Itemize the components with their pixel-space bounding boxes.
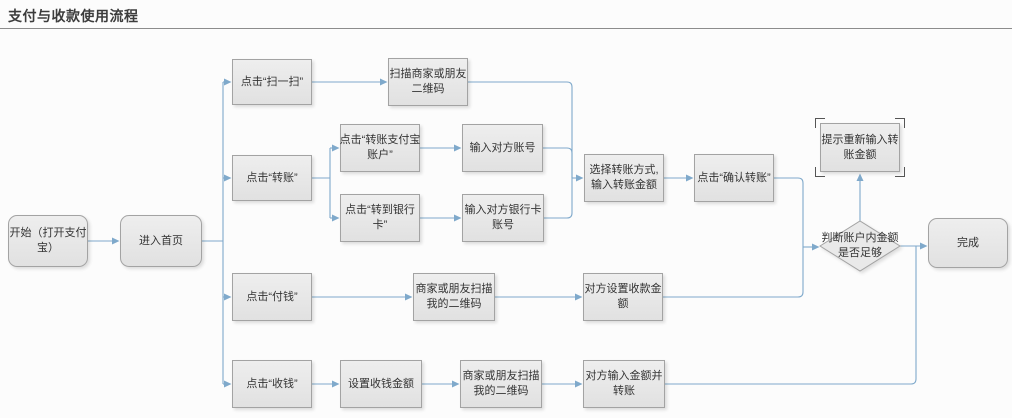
node-start[interactable]: 开始（打开支付 宝） [8, 215, 88, 267]
node-done[interactable]: 完成 [928, 218, 1008, 268]
node-other-sets-amount[interactable]: 对方设置收款金 额 [583, 273, 663, 321]
node-receive-scan-my-qr[interactable]: 商家或朋友扫描 我的二维码 [460, 360, 542, 408]
node-scan-qr-code[interactable]: 扫描商家或朋友 二维码 [388, 58, 468, 106]
page-title: 支付与收款使用流程 [8, 8, 139, 24]
node-confirm-transfer[interactable]: 点击“确认转账” [694, 154, 774, 202]
node-decision-balance[interactable]: 判断账户内金额 是否足够 [821, 232, 899, 259]
node-enter-bank-account[interactable]: 输入对方银行卡 账号 [462, 194, 544, 242]
node-transfer-alipay-account[interactable]: 点击“转账支付宝 账户” [340, 124, 420, 172]
node-enter-account[interactable]: 输入对方账号 [462, 124, 543, 172]
node-other-enters-and-transfers[interactable]: 对方输入金额并 转账 [583, 360, 665, 408]
node-click-pay[interactable]: 点击“付钱” [232, 273, 312, 321]
node-pay-scan-my-qr[interactable]: 商家或朋友扫描 我的二维码 [413, 273, 495, 321]
node-reenter-amount-prompt[interactable]: 提示重新输入转 账金额 [820, 123, 900, 172]
title-divider [0, 28, 1012, 29]
node-enter-home[interactable]: 进入首页 [120, 215, 202, 267]
node-click-receive[interactable]: 点击“收钱” [232, 360, 312, 408]
node-transfer-bank-card[interactable]: 点击“转到银行 卡” [340, 194, 420, 242]
node-click-scan[interactable]: 点击“扫一扫” [232, 59, 312, 105]
node-choose-method-amount[interactable]: 选择转账方式, 输入转账金额 [584, 154, 664, 202]
decision-diamond-shape [819, 220, 901, 272]
node-set-receive-amount[interactable]: 设置收钱金额 [340, 360, 422, 408]
node-click-transfer[interactable]: 点击“转账” [232, 155, 312, 201]
